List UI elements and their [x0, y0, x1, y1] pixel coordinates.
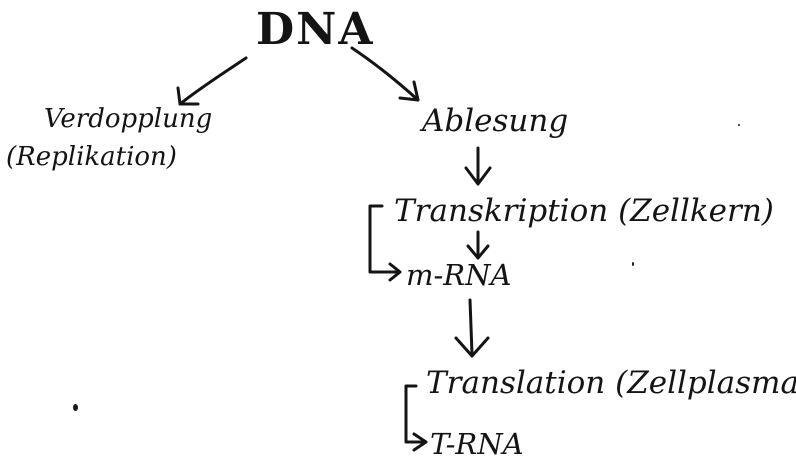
ink-speck	[738, 124, 740, 126]
arrowhead-mrna	[466, 244, 490, 260]
trna-label: T-RNA	[430, 427, 524, 461]
bracket-arrowhead-trna	[412, 432, 428, 452]
arrowhead-ablesung	[398, 80, 420, 102]
bracket-arrowhead-mrna	[388, 262, 402, 282]
replikation-label: (Replikation)	[6, 142, 177, 172]
dna-label: DNA	[256, 4, 375, 55]
ablesung-label: Ablesung	[422, 103, 569, 139]
arrow-dna-to-verdopplung	[178, 56, 248, 106]
arrow-mrna-to-translation	[468, 298, 474, 356]
mrna-label: m-RNA	[406, 258, 512, 292]
verdopplung-label: Verdopplung	[44, 104, 213, 134]
arrowhead-transkription	[464, 166, 492, 186]
ink-speck	[73, 404, 78, 411]
transkription-label: Transkription (Zellkern)	[394, 193, 774, 229]
translation-label: Translation (Zellplasma)	[426, 365, 796, 401]
arrow-dna-to-ablesung	[350, 46, 420, 102]
arrowhead-verdopplung	[176, 86, 200, 106]
ink-speck	[632, 262, 634, 266]
arrowhead-translation	[454, 336, 490, 358]
bracket-translation-trna	[404, 384, 426, 444]
